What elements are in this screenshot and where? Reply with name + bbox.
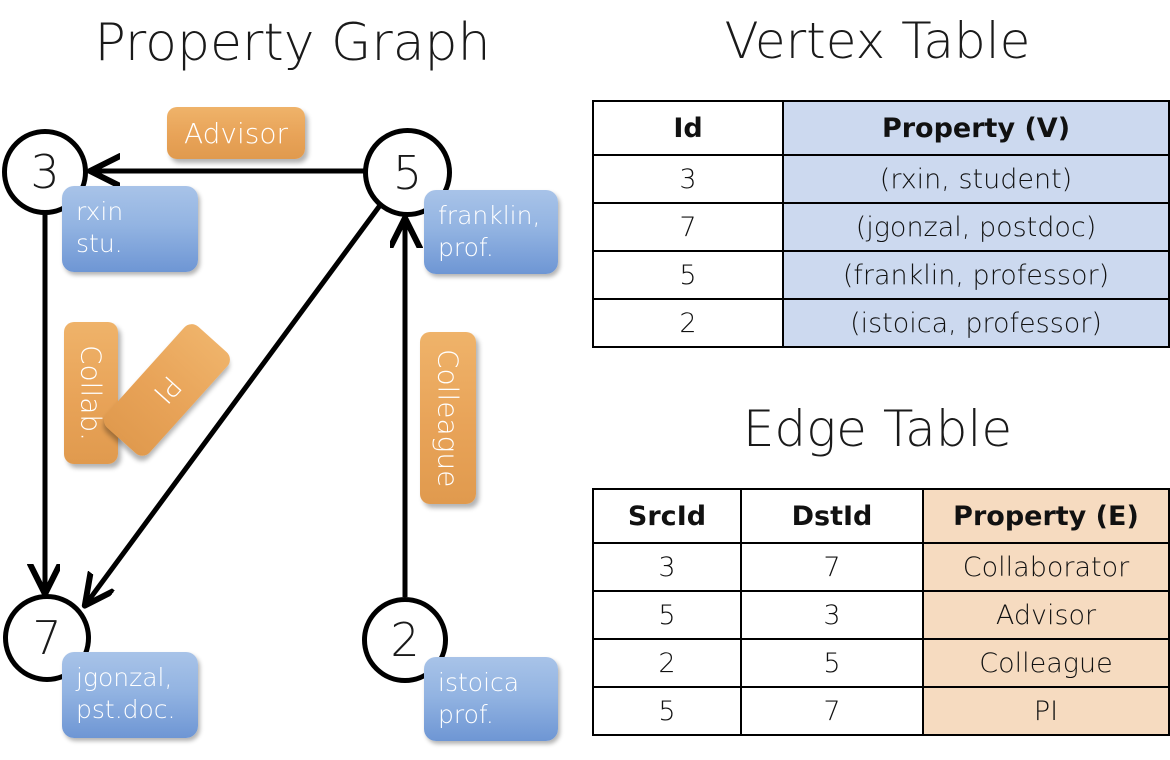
edge-label-colleague-text: Colleague [431, 348, 465, 488]
edge-5-to-7-pi [86, 202, 384, 604]
vertex-property-box-3-line2: stu. [76, 229, 123, 258]
vertex-property-box-2-line1: istoica [438, 668, 520, 697]
vertex-node-7-label: 7 [32, 611, 62, 665]
table-row[interactable]: 5 7 PI [592, 686, 1170, 736]
vertex-cell-id: 2 [592, 298, 784, 348]
edge-label-collab-text: Collab. [74, 344, 108, 442]
vertex-cell-property: (rxin, student) [782, 154, 1170, 204]
vertex-table-header-row: Id Property (V) [592, 100, 1170, 156]
vertex-property-box-2-line2: prof. [438, 700, 494, 729]
edge-cell-srcid: 2 [592, 638, 742, 688]
table-row[interactable]: 3 (rxin, student) [592, 154, 1170, 204]
vertex-table: Id Property (V) 3 (rxin, student) 7 (jgo… [592, 100, 1170, 348]
edge-cell-dstid: 5 [740, 638, 924, 688]
vertex-table-header-id: Id [592, 100, 784, 156]
vertex-property-box-7-line2: pst.doc. [76, 695, 176, 724]
property-graph-diagram: 3 5 7 2 rxin stu. franklin, prof. jgonza… [0, 0, 585, 760]
edge-table-header-property: Property (E) [922, 488, 1170, 544]
edge-cell-dstid: 7 [740, 686, 924, 736]
page-title-property-graph: Property Graph [94, 13, 491, 73]
edge-label-collab[interactable]: Collab. [64, 322, 118, 464]
graph-edge-arrows [0, 0, 585, 760]
edge-table-header-dstid: DstId [740, 488, 924, 544]
edge-table-header-srcid: SrcId [592, 488, 742, 544]
page-title-vertex-table: Vertex Table [724, 12, 1031, 70]
vertex-property-box-5-line1: franklin, [438, 201, 541, 230]
page-title-edge-table: Edge Table [742, 400, 1013, 458]
edge-table: SrcId DstId Property (E) 3 7 Collaborato… [592, 488, 1170, 736]
table-row[interactable]: 2 (istoica, professor) [592, 298, 1170, 348]
edge-cell-property: Collaborator [922, 542, 1170, 592]
vertex-node-5[interactable]: 5 [363, 128, 452, 217]
vertex-table-header-property: Property (V) [782, 100, 1170, 156]
edge-cell-dstid: 7 [740, 542, 924, 592]
vertex-node-2[interactable]: 2 [362, 597, 448, 683]
vertex-property-box-3-line1: rxin [76, 197, 124, 226]
edge-cell-srcid: 3 [592, 542, 742, 592]
edge-cell-property: PI [922, 686, 1170, 736]
table-row[interactable]: 5 3 Advisor [592, 590, 1170, 640]
vertex-property-box-7[interactable]: jgonzal, pst.doc. [62, 652, 198, 738]
edge-cell-dstid: 3 [740, 590, 924, 640]
vertex-property-box-5[interactable]: franklin, prof. [424, 190, 558, 274]
edge-cell-property: Advisor [922, 590, 1170, 640]
edge-label-advisor-text: Advisor [183, 116, 288, 150]
table-row[interactable]: 5 (franklin, professor) [592, 250, 1170, 300]
vertex-cell-id: 7 [592, 202, 784, 252]
edge-cell-srcid: 5 [592, 590, 742, 640]
edge-table-header-row: SrcId DstId Property (E) [592, 488, 1170, 544]
edge-cell-property: Colleague [922, 638, 1170, 688]
edge-label-advisor[interactable]: Advisor [167, 107, 305, 159]
edge-label-pi-text: PI [146, 369, 188, 411]
edge-label-colleague[interactable]: Colleague [420, 332, 476, 504]
vertex-cell-property: (istoica, professor) [782, 298, 1170, 348]
vertex-cell-property: (franklin, professor) [782, 250, 1170, 300]
vertex-property-box-7-line1: jgonzal, [76, 663, 173, 692]
vertex-node-2-label: 2 [390, 613, 420, 667]
table-row[interactable]: 7 (jgonzal, postdoc) [592, 202, 1170, 252]
edge-cell-srcid: 5 [592, 686, 742, 736]
vertex-node-3-label: 3 [30, 145, 60, 199]
vertex-property-box-2[interactable]: istoica prof. [424, 657, 558, 741]
vertex-node-5-label: 5 [392, 145, 423, 200]
vertex-property-box-3[interactable]: rxin stu. [62, 186, 198, 272]
table-row[interactable]: 2 5 Colleague [592, 638, 1170, 688]
vertex-cell-property: (jgonzal, postdoc) [782, 202, 1170, 252]
table-row[interactable]: 3 7 Collaborator [592, 542, 1170, 592]
vertex-cell-id: 3 [592, 154, 784, 204]
vertex-cell-id: 5 [592, 250, 784, 300]
vertex-property-box-5-line2: prof. [438, 233, 494, 262]
